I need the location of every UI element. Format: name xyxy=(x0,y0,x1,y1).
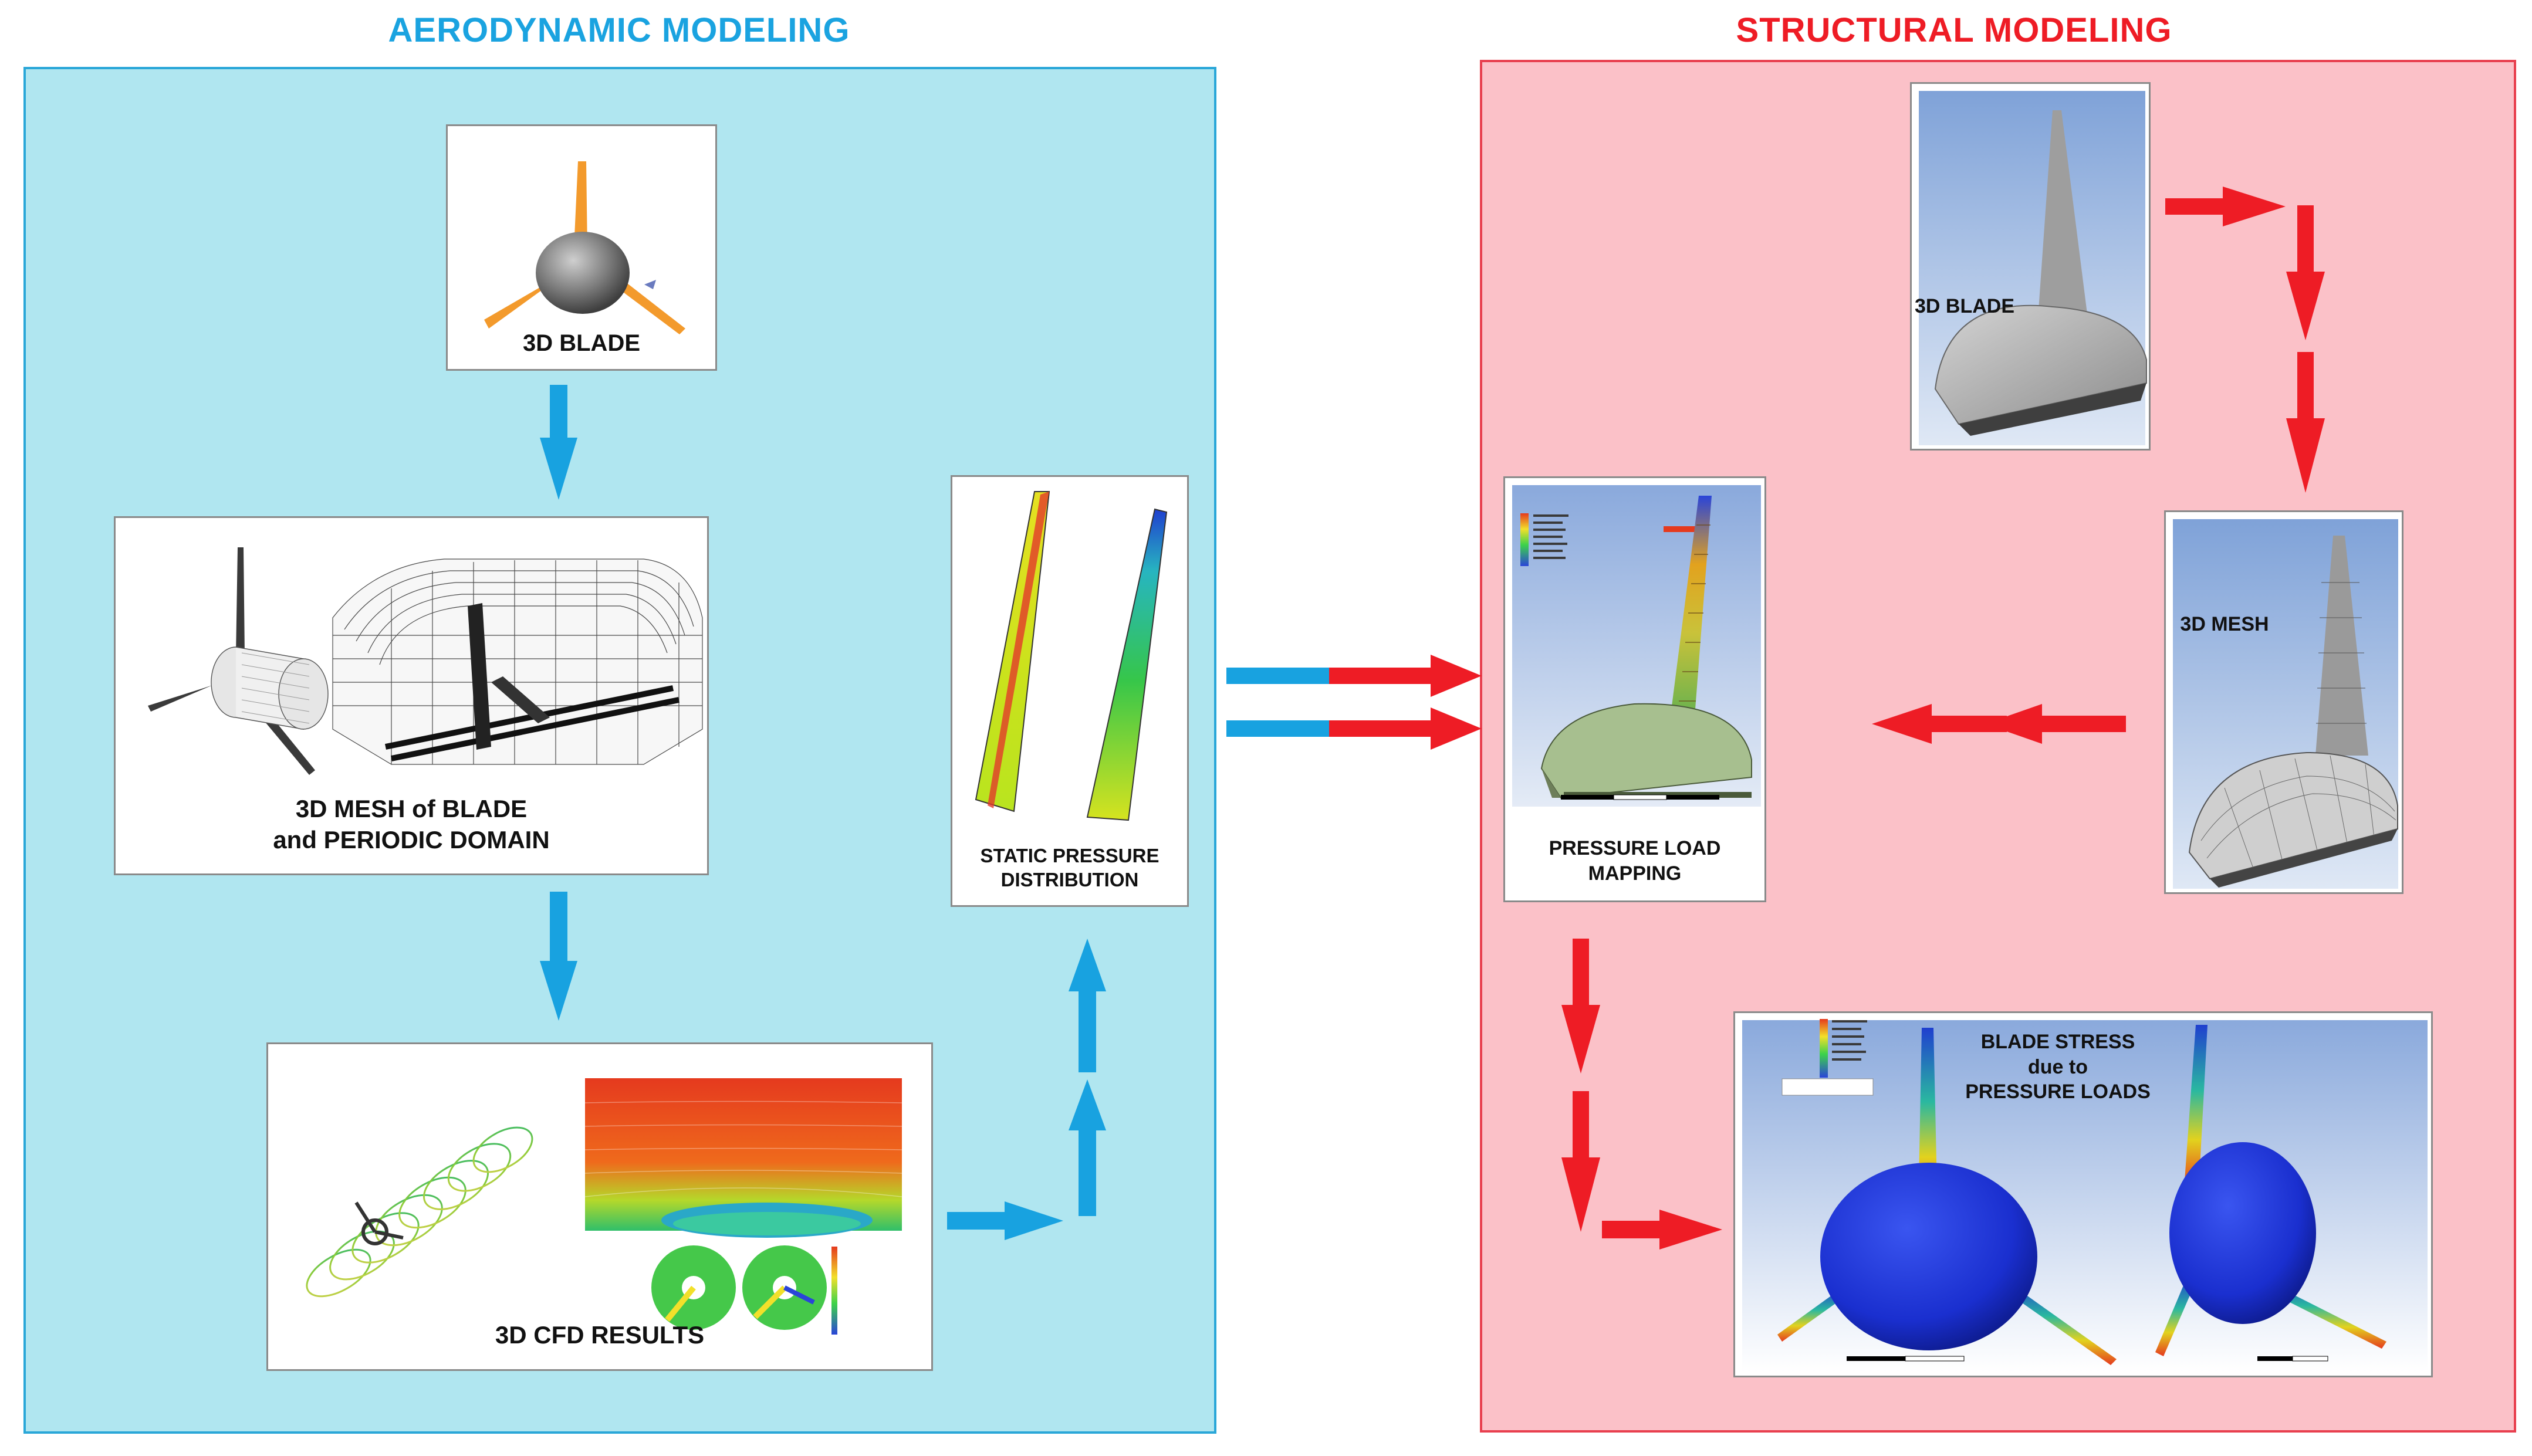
structural-title: STRUCTURAL MODELING xyxy=(1736,11,2172,49)
blue-arrow-down-2 xyxy=(540,892,577,1021)
red-arrow-down-3 xyxy=(1561,939,1600,1074)
stress-illustration xyxy=(1742,1019,2428,1372)
rotor-illustration xyxy=(484,161,685,334)
red-arrow-left-1 xyxy=(1985,704,2126,744)
aero-pressure-label: STATIC PRESSURE DISTRIBUTION xyxy=(980,845,1159,891)
aero-blade-label: 3D BLADE xyxy=(522,330,641,356)
struct-mesh-label: 3D MESH xyxy=(2180,613,2269,635)
cfd-illustration xyxy=(306,1078,902,1335)
struct-mesh-illustration xyxy=(2173,519,2398,889)
aero-cfd-box: 3D CFD RESULTS xyxy=(266,1042,933,1371)
load-mapping-illustration xyxy=(1512,485,1761,807)
aero-pressure-box: STATIC PRESSURE DISTRIBUTION xyxy=(951,475,1189,907)
struct-blade-box: 3D BLADE xyxy=(1910,82,2151,451)
red-arrow-down-1 xyxy=(2286,205,2325,340)
struct-load-box: PRESSURE LOAD MAPPING xyxy=(1503,476,1766,902)
aero-mesh-box: 3D MESH of BLADE and PERIODIC DOMAIN xyxy=(114,516,709,875)
struct-stress-label: BLADE STRESS due to PRESSURE LOADS xyxy=(1965,1031,2151,1103)
red-arrow-left-2 xyxy=(1872,704,2007,744)
aerodynamic-title: AERODYNAMIC MODELING xyxy=(388,11,850,49)
red-arrow-down-4 xyxy=(1561,1091,1600,1232)
blue-arrow-down-1 xyxy=(540,385,577,500)
blue-arrow-up-2 xyxy=(1069,939,1106,1072)
bridge-arrow-1 xyxy=(1329,655,1482,697)
pressure-blades-illustration xyxy=(975,491,1168,821)
red-arrow-down-2 xyxy=(2286,352,2325,493)
struct-blade-label: 3D BLADE xyxy=(1914,295,2015,317)
mesh-illustration xyxy=(148,547,703,775)
red-arrow-right-bottom xyxy=(1602,1210,1722,1250)
struct-load-label: PRESSURE LOAD MAPPING xyxy=(1549,837,1721,885)
struct-blade-illustration xyxy=(1919,91,2147,445)
struct-mesh-box: 3D MESH xyxy=(2164,510,2403,894)
blue-arrow-up-1 xyxy=(1069,1079,1106,1216)
struct-stress-box: BLADE STRESS due to PRESSURE LOADS xyxy=(1733,1011,2433,1377)
blue-arrow-right-cfd xyxy=(947,1201,1063,1240)
aero-cfd-label: 3D CFD RESULTS xyxy=(495,1321,705,1349)
aero-mesh-label: 3D MESH of BLADE and PERIODIC DOMAIN xyxy=(273,795,550,854)
bridge-arrow-2 xyxy=(1329,707,1482,750)
aero-blade-box: 3D BLADE xyxy=(446,124,717,371)
red-arrow-right-top xyxy=(2165,187,2286,226)
